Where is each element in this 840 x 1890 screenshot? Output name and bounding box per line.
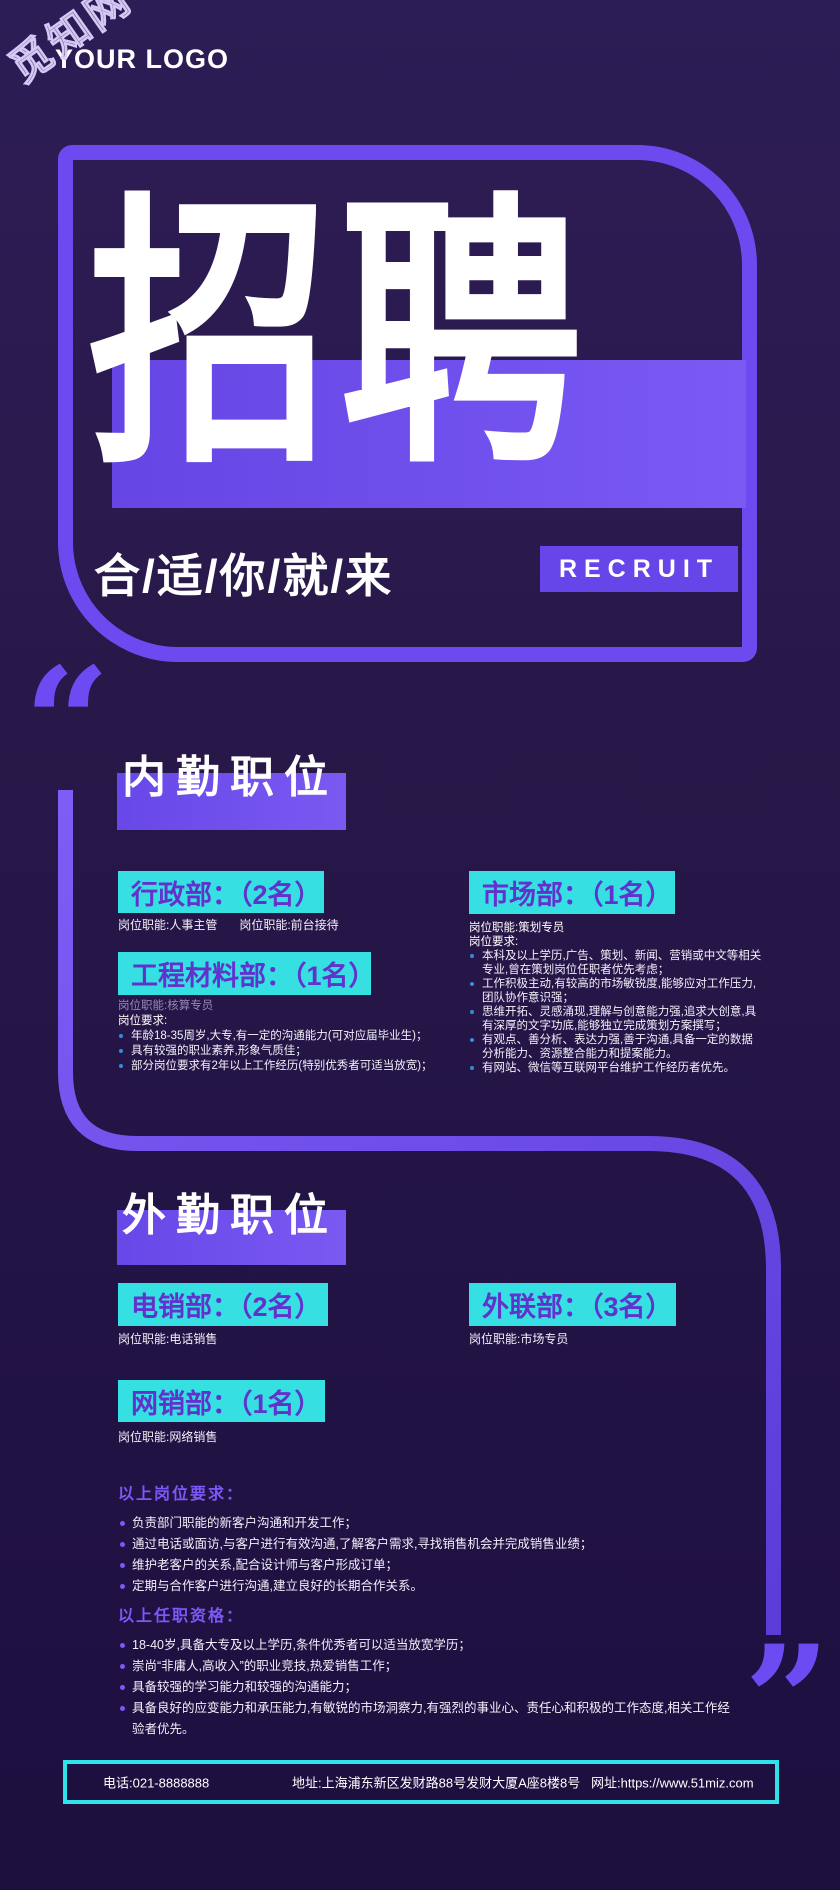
company-logo: YOUR LOGO (55, 44, 230, 74)
engineering-role: 岗位职能:核算专员 (118, 1000, 214, 1012)
list-item: 部分岗位要求有2年以上工作经历(特别优秀者可适当放宽)； (118, 1059, 453, 1074)
list-item: 工作积极主动,有较高的市场敏锐度,能够应对工作压力,团队协作意识强； (469, 977, 763, 1005)
admin-roles: 岗位职能:人事主管 岗位职能:前台接待 (118, 916, 339, 933)
recruit-badge: RECRUIT (540, 546, 738, 592)
qualifications-heading: 以上任职资格： (118, 1608, 245, 1625)
onlinesales-role: 岗位职能:网络销售 (118, 1430, 218, 1444)
list-item: 思维开拓、灵感涌现,理解与创意能力强,追求大创意,具有深厚的文字功底,能够独立完… (469, 1005, 763, 1033)
close-quote-icon: ” (744, 1613, 831, 1789)
list-item: 崇尚“非庸人,高收入”的职业竞技,热爱销售工作； (118, 1656, 732, 1677)
hero-subtitle: 合/适/你/就/来 (94, 550, 394, 602)
internal-heading-band (117, 773, 346, 830)
open-quote-icon: “ (24, 635, 111, 811)
field-heading: 外勤职位 (122, 1191, 338, 1240)
list-item: 通过电话或面访,与客户进行有效沟通,了解客户需求,寻找销售机会并完成销售业绩； (118, 1534, 698, 1555)
list-item: 年龄18-35周岁,大专,有一定的沟通能力(可对应届毕业生)； (118, 1029, 453, 1044)
list-item: 本科及以上学历,广告、策划、新闻、营销或中文等相关专业,曾在策划岗位任职者优先考… (469, 949, 763, 977)
admin-role-2: 岗位职能:前台接待 (239, 918, 339, 932)
marketing-details: 岗位职能:策划专员 岗位要求: 本科及以上学历,广告、策划、新闻、营销或中文等相… (469, 921, 763, 1075)
list-item: 有网站、微信等互联网平台维护工作经历者优先。 (469, 1061, 763, 1075)
list-item: 具备较强的学习能力和较强的沟通能力； (118, 1677, 732, 1698)
marketing-req-label: 岗位要求: (469, 936, 519, 948)
engineering-details: 岗位职能:核算专员 岗位要求: 年龄18-35周岁,大专,有一定的沟通能力(可对… (118, 999, 453, 1074)
list-item: 定期与合作客户进行沟通,建立良好的长期合作关系。 (118, 1576, 698, 1597)
list-item: 具有较强的职业素养,形象气质佳； (118, 1044, 453, 1059)
requirements-heading: 以上岗位要求： (118, 1486, 245, 1503)
dept-box-liaison: 外联部：（3名） (469, 1283, 676, 1326)
list-item: 维护老客户的关系,配合设计师与客户形成订单； (118, 1555, 698, 1576)
requirements-list: 负责部门职能的新客户沟通和开发工作； 通过电话或面访,与客户进行有效沟通,了解客… (118, 1513, 698, 1597)
dept-box-marketing: 市场部：（1名） (469, 871, 675, 914)
requirements-block: 以上岗位要求： 负责部门职能的新客户沟通和开发工作； 通过电话或面访,与客户进行… (118, 1480, 698, 1597)
contact-phone: 电话:021-8888888 (103, 1775, 210, 1791)
field-heading-band (117, 1210, 346, 1265)
dept-box-engineering: 工程材料部：（1名） (118, 952, 371, 995)
internal-heading: 内勤职位 (122, 753, 338, 802)
dept-box-telesales: 电销部：（2名） (118, 1283, 328, 1326)
telesales-role: 岗位职能:电话销售 (118, 1332, 218, 1346)
qualifications-block: 以上任职资格： 18-40岁,具备大专及以上学历,条件优秀者可以适当放宽学历； … (118, 1602, 732, 1740)
list-item: 负责部门职能的新客户沟通和开发工作； (118, 1513, 698, 1534)
contact-website: 网址:https://www.51miz.com (591, 1775, 754, 1791)
hero-title: 招聘 (88, 176, 592, 496)
contact-address: 地址:上海浦东新区发财路88号发财大厦A座8楼8号 (292, 1775, 581, 1791)
dept-box-onlinesales: 网销部：（1名） (118, 1380, 325, 1422)
contact-bar: 电话:021-8888888 地址:上海浦东新区发财路88号发财大厦A座8楼8号… (63, 1760, 779, 1804)
liaison-role: 岗位职能:市场专员 (469, 1332, 569, 1346)
marketing-role: 岗位职能:策划专员 (469, 922, 565, 934)
hero-title-band (112, 360, 746, 508)
list-item: 具备良好的应变能力和承压能力,有敏锐的市场洞察力,有强烈的事业心、责任心和积极的… (118, 1698, 732, 1740)
hero-frame-border (58, 145, 757, 662)
dept-box-admin: 行政部：（2名） (118, 871, 324, 913)
marketing-req-list: 本科及以上学历,广告、策划、新闻、营销或中文等相关专业,曾在策划岗位任职者优先考… (469, 949, 763, 1075)
admin-role-1: 岗位职能:人事主管 (118, 918, 218, 932)
engineering-req-list: 年龄18-35周岁,大专,有一定的沟通能力(可对应届毕业生)； 具有较强的职业素… (118, 1029, 453, 1074)
engineering-req-label: 岗位要求: (118, 1015, 168, 1027)
list-item: 18-40岁,具备大专及以上学历,条件优秀者可以适当放宽学历； (118, 1635, 732, 1656)
list-item: 有观点、善分析、表达力强,善于沟通,具备一定的数据分析能力、资源整合能力和提案能… (469, 1033, 763, 1061)
qualifications-list: 18-40岁,具备大专及以上学历,条件优秀者可以适当放宽学历； 崇尚“非庸人,高… (118, 1635, 732, 1740)
